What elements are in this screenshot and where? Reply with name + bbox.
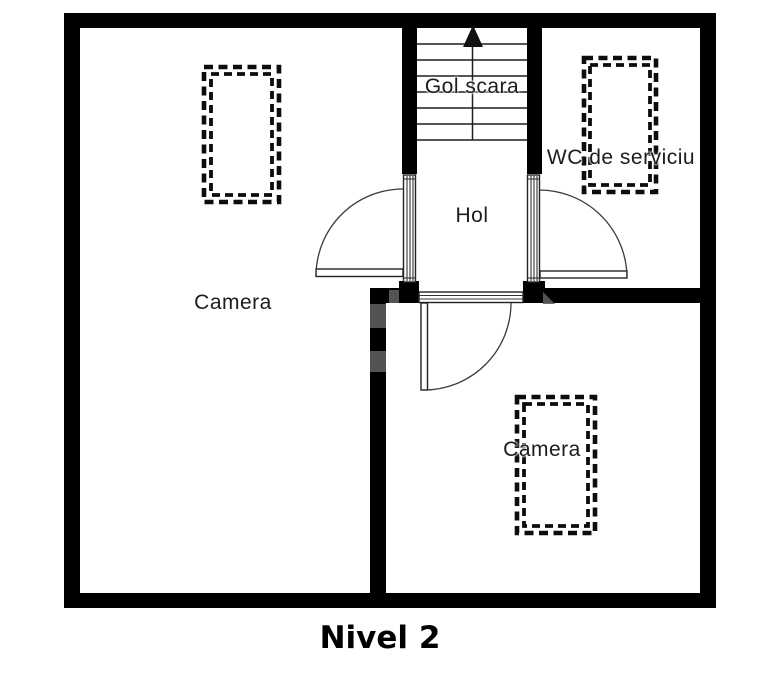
door-camera-bottom [420,302,512,391]
partition-wall-vertical [370,288,386,608]
outer-walls [64,13,716,608]
room-label-wc: WC de serviciu [546,146,696,169]
door-swing-arc [315,188,404,277]
watermark-artifacts [370,290,555,372]
door-swing-arc [423,302,512,391]
furniture-camera-bottom [514,394,598,536]
wall-bottom [64,593,716,608]
hall-frame-bottom [418,291,524,304]
stairwell-wall-right [527,26,542,174]
furniture-wc [581,55,659,195]
stairwell-wall-left [402,26,417,174]
hall-frame-right [526,174,541,283]
room-label-camera-left: Camera [194,291,272,314]
stair-direction-arrow-icon [463,25,483,47]
wall-left [64,13,80,608]
door-frames [402,174,541,304]
staircase [417,25,527,141]
door-leaf [315,268,404,278]
wall-top [64,13,716,28]
partition-wall-horizontal-right [543,288,700,303]
door-camera-left [315,188,404,278]
furniture-camera-left [201,64,282,205]
room-label-stairwell: Gol scara [424,75,520,98]
wall-right [700,13,716,608]
plan-title: Nivel 2 [319,620,441,656]
room-label-camera-bottom: Camera [503,438,581,461]
door-post-left [399,281,419,303]
door-post-right [523,281,545,303]
furniture-symbols [201,55,659,536]
door-wc [538,189,628,279]
door-leaf [420,302,429,391]
doors [315,188,628,391]
hall-frame-left [402,174,417,283]
door-leaf [539,270,628,279]
room-label-hall: Hol [455,204,489,227]
door-swing-arc [538,189,628,279]
